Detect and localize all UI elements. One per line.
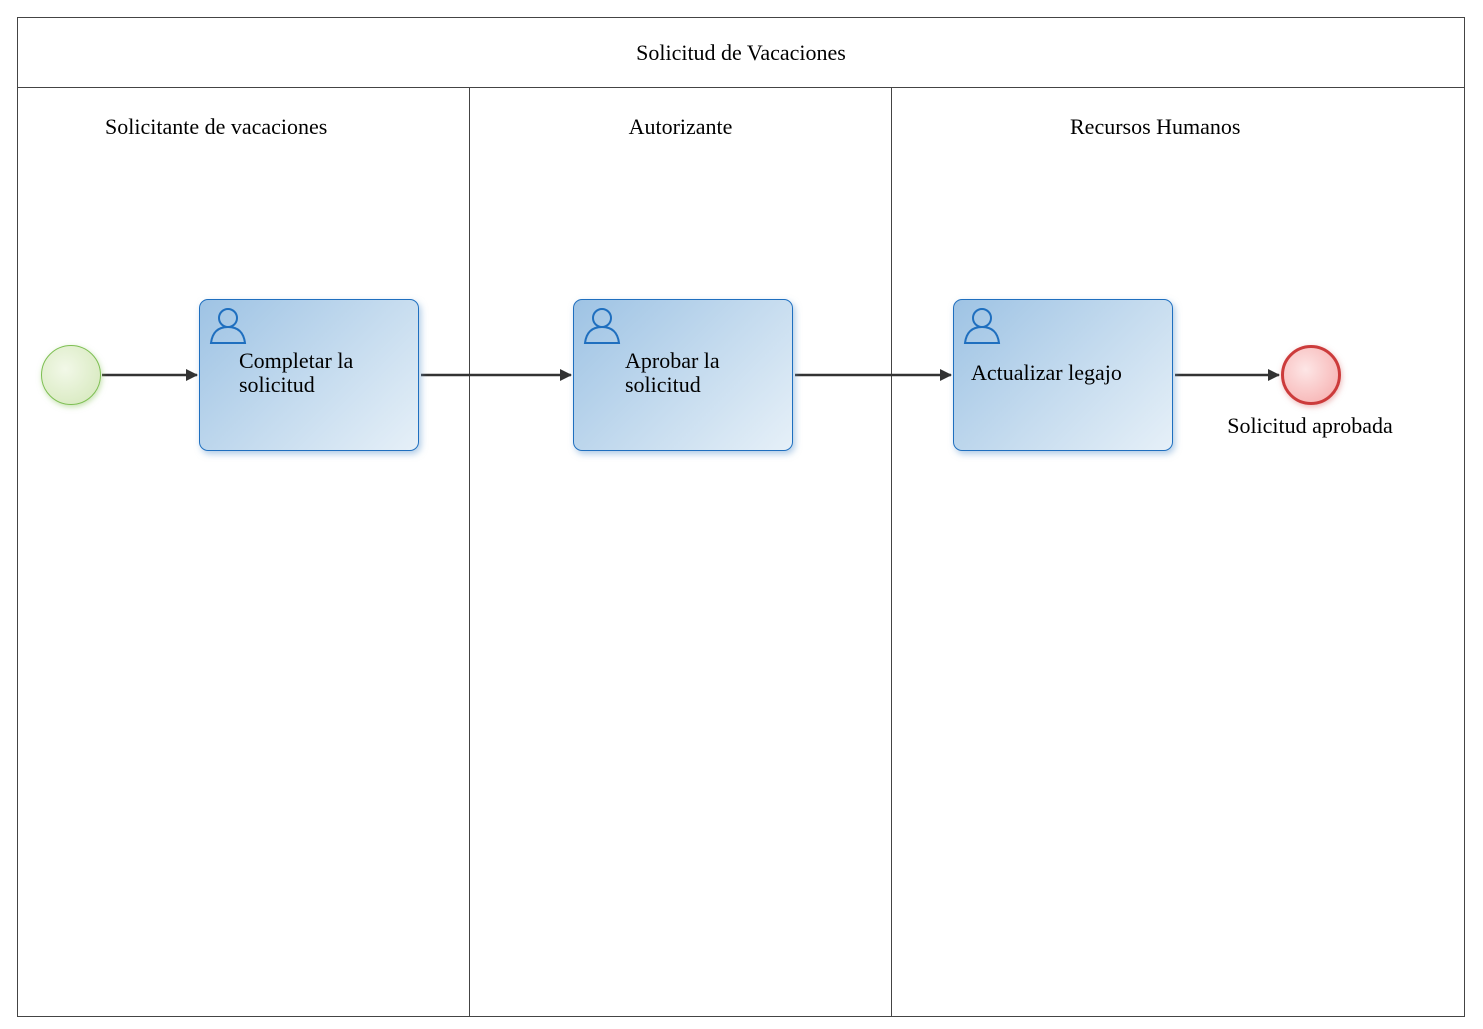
task-label: Aprobar la solicitud [625, 348, 720, 397]
task-label: Actualizar legajo [971, 360, 1122, 385]
lane-title-autorizante: Autorizante [628, 114, 733, 139]
lane-recursos-humanos: Recursos Humanos [892, 88, 1464, 1016]
pool-title: Solicitud de Vacaciones [18, 18, 1464, 88]
end-event[interactable] [1281, 345, 1341, 405]
user-icon [963, 308, 1001, 344]
user-icon [583, 308, 621, 344]
task-aprobar-solicitud[interactable]: Aprobar la solicitud [573, 299, 793, 451]
lane-title-recursos-humanos: Recursos Humanos [1070, 114, 1241, 139]
end-event-label: Solicitud aprobada [1227, 413, 1393, 438]
task-label: Completar la solicitud [239, 348, 354, 397]
task-completar-solicitud[interactable]: Completar la solicitud [199, 299, 419, 451]
lane-autorizante: Autorizante [470, 88, 892, 1016]
task-actualizar-legajo[interactable]: Actualizar legajo [953, 299, 1173, 451]
user-icon [209, 308, 247, 344]
lane-solicitante: Solicitante de vacaciones [18, 88, 470, 1016]
pool: Solicitud de Vacaciones Solicitante de v… [17, 17, 1465, 1017]
lane-title-solicitante: Solicitante de vacaciones [105, 114, 328, 139]
start-event[interactable] [41, 345, 101, 405]
